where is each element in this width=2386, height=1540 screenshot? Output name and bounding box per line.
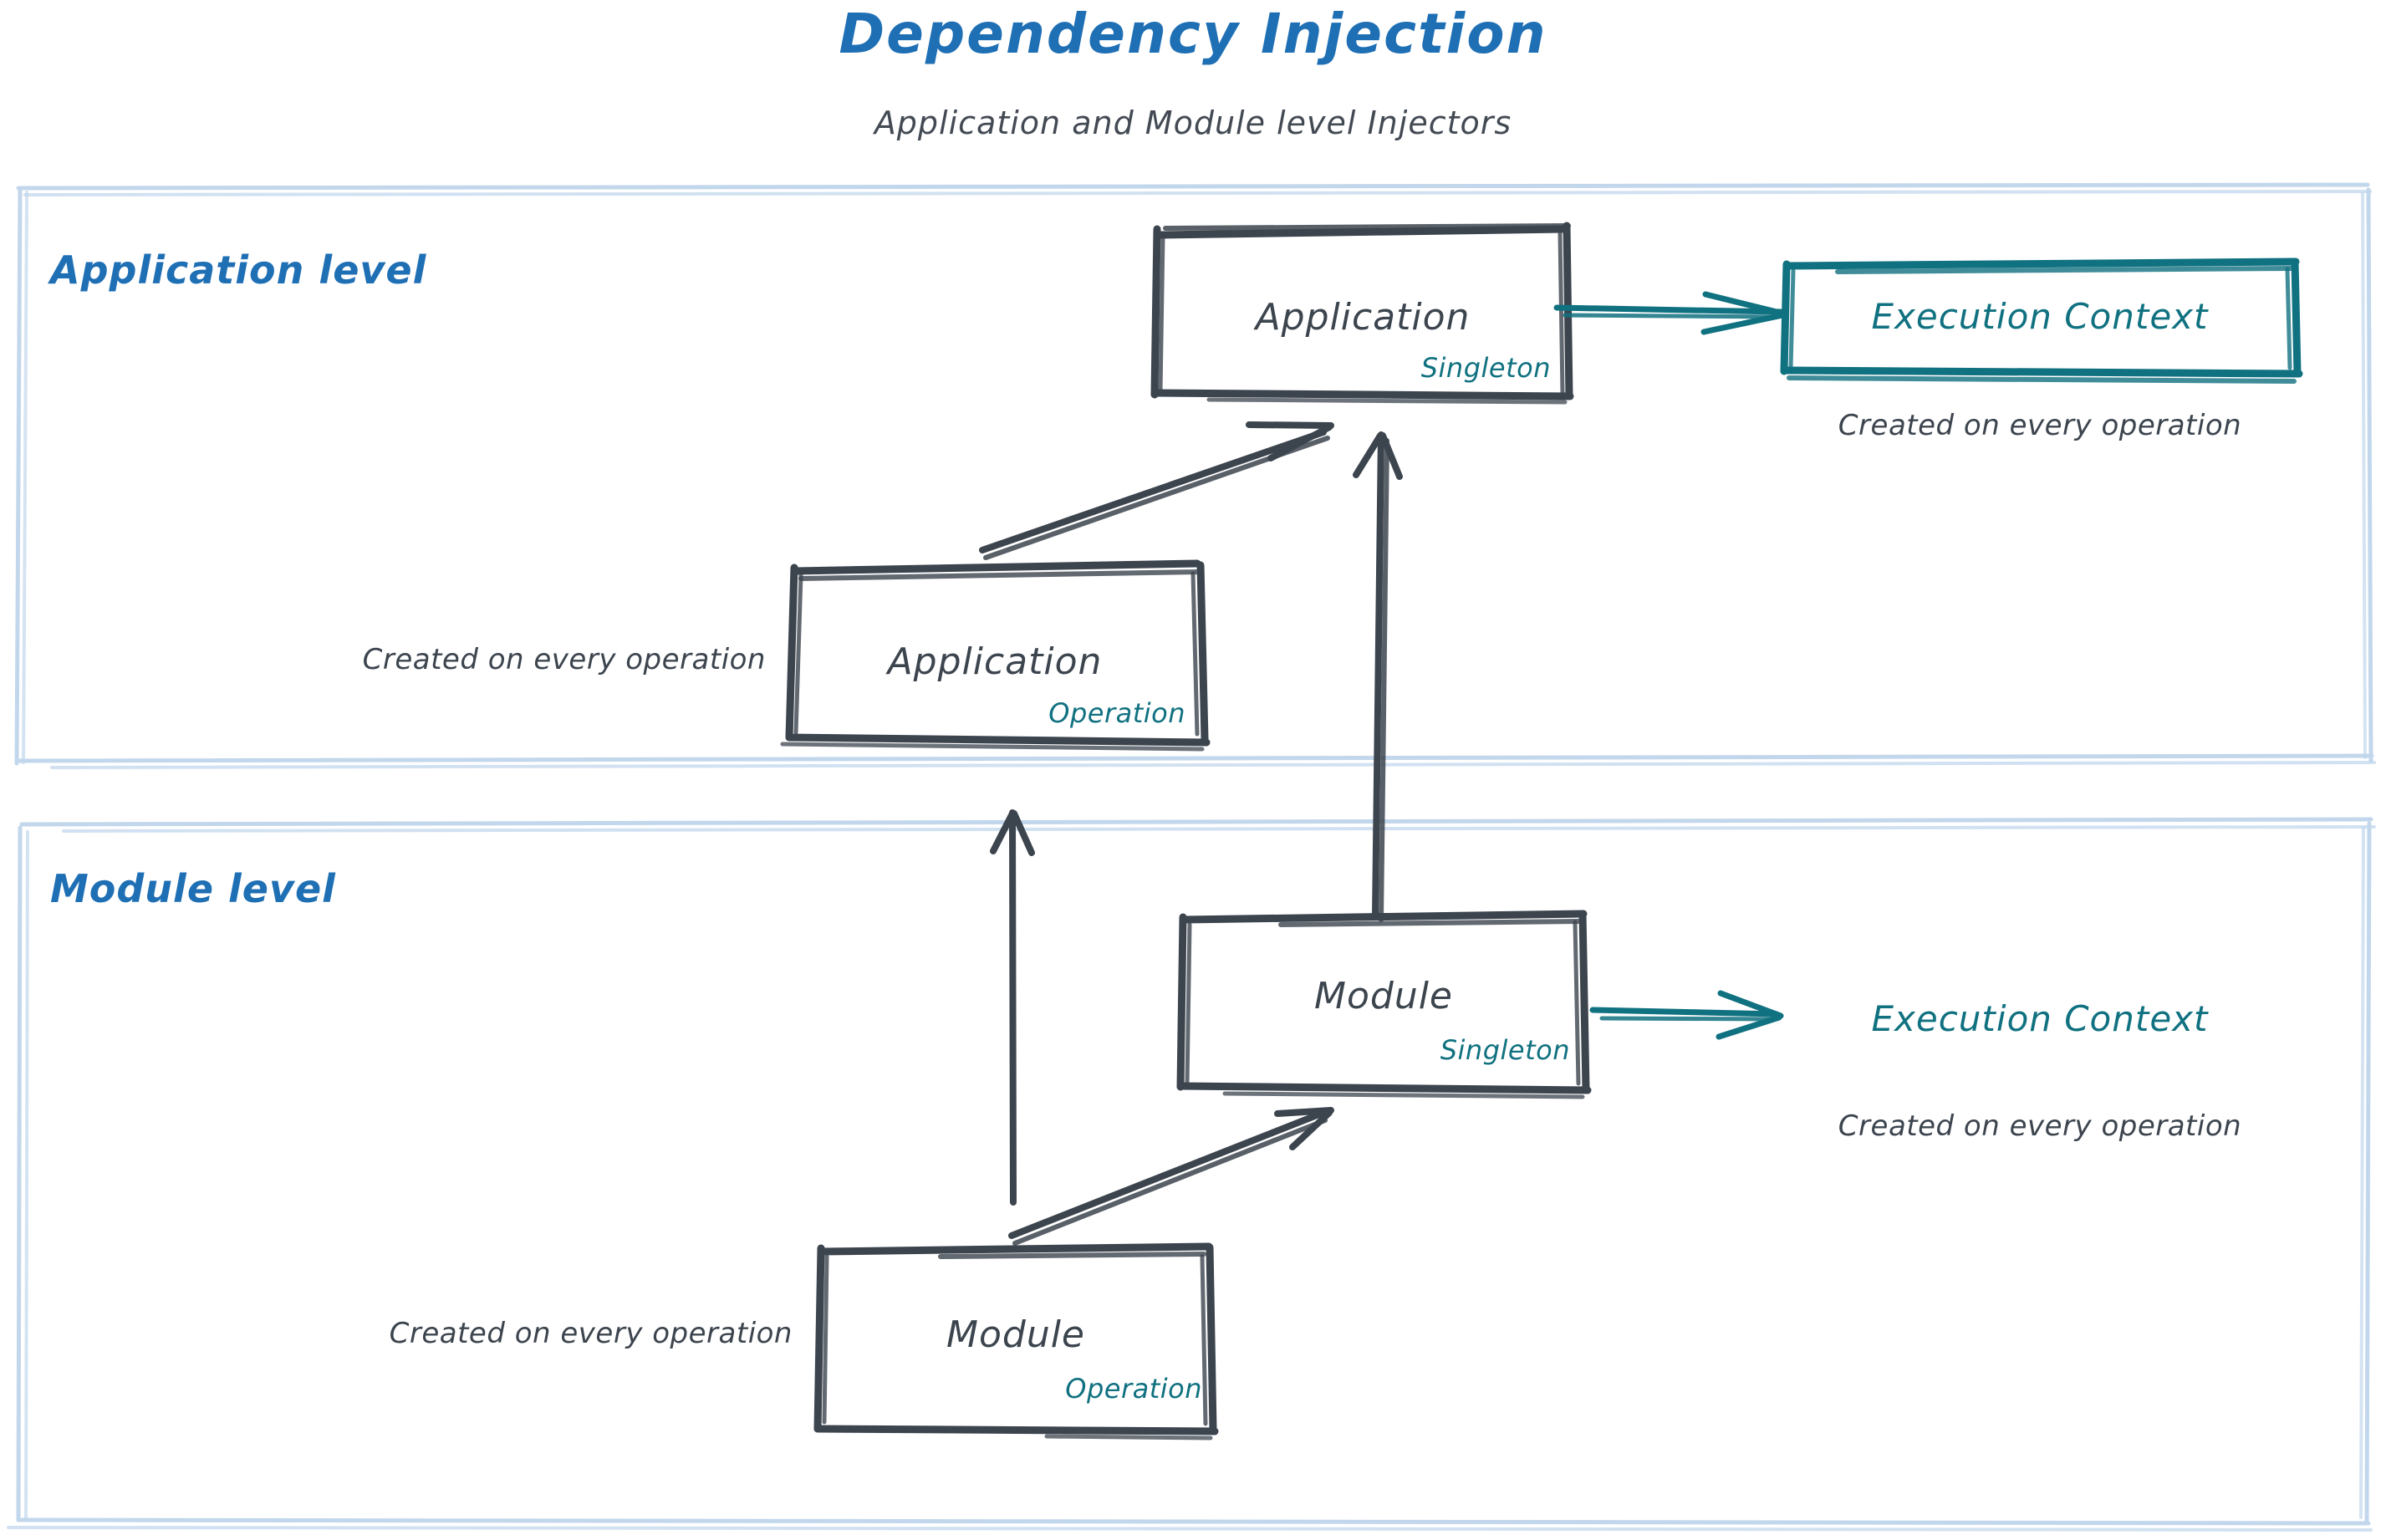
node-scope-module-singleton: Singleton — [1440, 1034, 1570, 1066]
module-level-container — [7, 817, 2376, 1532]
edge-module-operation-to-module-singleton — [1008, 1107, 1334, 1246]
node-title-application-operation: Application — [887, 640, 1103, 683]
note-module-execution-context: Created on every operation — [1838, 1109, 2242, 1143]
note-application-execution-context: Created on every operation — [1838, 409, 2242, 442]
note-application-operation: Created on every operation — [362, 643, 766, 676]
node-title-module-singleton: Module — [1314, 975, 1453, 1017]
node-scope-application-operation: Operation — [1048, 697, 1185, 729]
edge-module-operation-to-app-operation — [990, 809, 1035, 1206]
node-title-application-execution-context: Execution Context — [1871, 296, 2209, 337]
node-title-application-singleton: Application — [1255, 296, 1471, 339]
note-module-operation: Created on every operation — [389, 1317, 793, 1350]
node-scope-module-operation: Operation — [1065, 1373, 1202, 1405]
page-title: Dependency Injection — [839, 2, 1547, 66]
node-scope-application-singleton: Singleton — [1420, 352, 1551, 384]
node-title-module-operation: Module — [946, 1313, 1085, 1356]
edge-app-operation-to-app-singleton — [979, 421, 1334, 560]
edge-module-singleton-to-execution-context — [1589, 990, 1784, 1040]
section-label-application-level: Application level — [50, 247, 427, 293]
section-label-module-level: Module level — [50, 866, 336, 911]
edge-module-singleton-to-app-singleton — [1353, 431, 1403, 922]
node-title-module-execution-context: Execution Context — [1871, 998, 2209, 1039]
edge-app-singleton-to-execution-context — [1553, 291, 1787, 335]
page-subtitle: Application and Module level Injectors — [874, 105, 1512, 141]
